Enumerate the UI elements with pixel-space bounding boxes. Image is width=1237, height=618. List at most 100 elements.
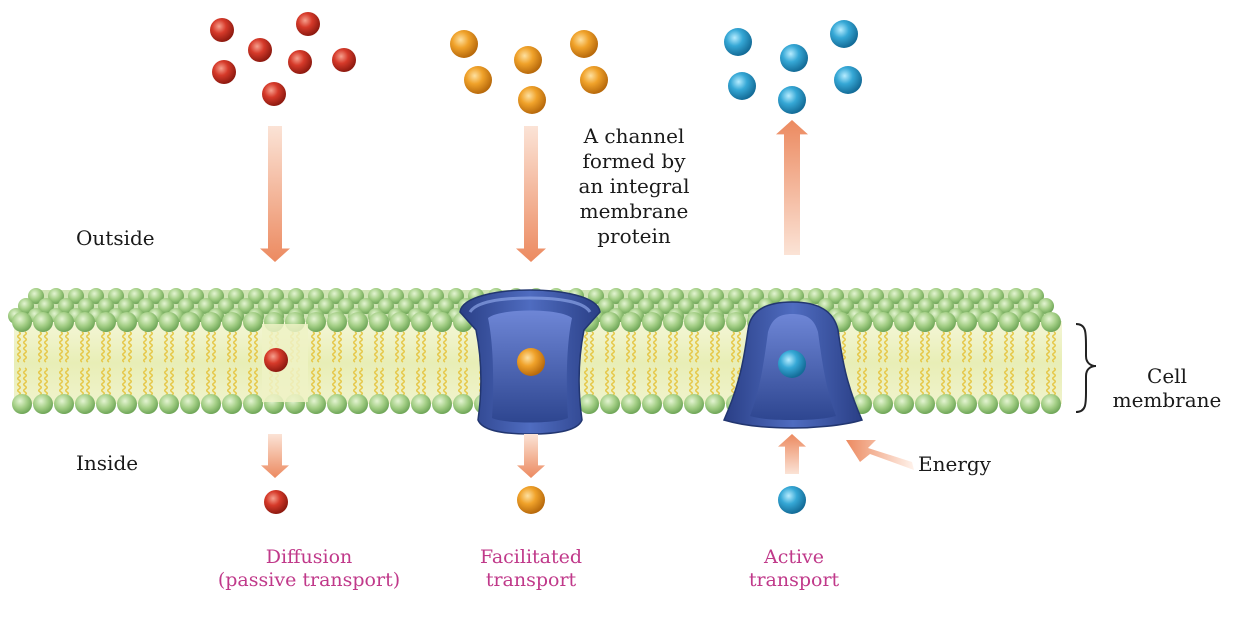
lipid-tail bbox=[946, 331, 952, 363]
lipid-head bbox=[54, 312, 74, 332]
lipid-tail bbox=[688, 331, 694, 363]
lipid-tail bbox=[190, 367, 196, 399]
lipid-head bbox=[108, 288, 124, 304]
lipid-tail bbox=[226, 331, 232, 363]
lipid-tail bbox=[652, 367, 658, 399]
lipid-tail bbox=[22, 367, 28, 399]
lipid-tail bbox=[604, 367, 610, 399]
lipid-tail bbox=[862, 367, 868, 399]
lipid-tail bbox=[85, 331, 91, 363]
lipid-head bbox=[705, 312, 725, 332]
lipid-tail bbox=[211, 331, 217, 363]
lipid-head bbox=[159, 394, 179, 414]
lipid-tail bbox=[946, 367, 952, 399]
lipid-tail bbox=[436, 331, 442, 363]
lipid-tail bbox=[358, 331, 364, 363]
lipid-tail bbox=[442, 367, 448, 399]
lipid-tail bbox=[841, 331, 847, 363]
sphere-icon bbox=[296, 12, 320, 36]
lipid-head bbox=[936, 394, 956, 414]
lipid-tail bbox=[652, 331, 658, 363]
caption-line: (passive transport) bbox=[217, 569, 401, 591]
sphere-icon bbox=[830, 20, 858, 48]
lipid-tail bbox=[589, 367, 595, 399]
lipid-tail bbox=[457, 331, 463, 363]
lipid-head bbox=[848, 288, 864, 304]
lipid-head bbox=[418, 298, 434, 314]
lipid-head bbox=[117, 312, 137, 332]
lipid-tail bbox=[163, 331, 169, 363]
lipid-head bbox=[1018, 298, 1034, 314]
lipid-head bbox=[915, 394, 935, 414]
lipid-head bbox=[33, 394, 53, 414]
lipid-head bbox=[180, 394, 200, 414]
lipid-head bbox=[158, 298, 174, 314]
lipid-tail bbox=[904, 367, 910, 399]
lipid-head bbox=[621, 312, 641, 332]
lipid-head bbox=[48, 288, 64, 304]
caption-line: transport bbox=[485, 569, 577, 591]
lipid-head bbox=[788, 288, 804, 304]
sphere-icon bbox=[780, 44, 808, 72]
lipid-head bbox=[288, 288, 304, 304]
lipid-head bbox=[728, 288, 744, 304]
lipid-head bbox=[308, 288, 324, 304]
lipid-head bbox=[348, 394, 368, 414]
lipid-head bbox=[68, 288, 84, 304]
lipid-tail bbox=[79, 367, 85, 399]
lipid-head bbox=[238, 298, 254, 314]
lipid-head bbox=[208, 288, 224, 304]
lipid-tail bbox=[373, 331, 379, 363]
cell-membrane-label: Cell membrane bbox=[1104, 364, 1230, 412]
lipid-tail bbox=[457, 367, 463, 399]
lipid-head bbox=[128, 288, 144, 304]
lipid-head bbox=[768, 288, 784, 304]
lipid-head bbox=[678, 298, 694, 314]
lipid-head bbox=[938, 298, 954, 314]
lipid-head bbox=[188, 288, 204, 304]
molecules bbox=[210, 12, 862, 514]
lipid-head bbox=[58, 298, 74, 314]
lipid-tail bbox=[121, 331, 127, 363]
sphere-icon bbox=[570, 30, 598, 58]
lipid-tail bbox=[904, 331, 910, 363]
lipid-tail bbox=[583, 331, 589, 363]
lipid-tail bbox=[43, 331, 49, 363]
lipid-head bbox=[1020, 312, 1040, 332]
lipid-tail bbox=[925, 367, 931, 399]
lipid-tail bbox=[988, 367, 994, 399]
lipid-tail bbox=[100, 367, 106, 399]
lipid-head bbox=[138, 298, 154, 314]
lipid-tail bbox=[148, 331, 154, 363]
lipid-head bbox=[148, 288, 164, 304]
lipid-tail bbox=[142, 367, 148, 399]
lipid-head bbox=[222, 394, 242, 414]
lipid-head bbox=[908, 288, 924, 304]
lipid-tail bbox=[646, 367, 652, 399]
lipid-tail bbox=[121, 367, 127, 399]
lipid-tail bbox=[1045, 367, 1051, 399]
lipid-head bbox=[38, 298, 54, 314]
lipid-tail bbox=[610, 331, 616, 363]
lipid-head bbox=[642, 312, 662, 332]
lipid-tail bbox=[967, 367, 973, 399]
sphere-icon bbox=[332, 48, 356, 72]
channel-note-line: membrane bbox=[579, 199, 689, 223]
arrow-down-icon bbox=[516, 126, 546, 262]
lipid-head bbox=[698, 298, 714, 314]
lipid-head bbox=[1028, 288, 1044, 304]
lipid-head bbox=[328, 288, 344, 304]
lipid-tail bbox=[625, 367, 631, 399]
channel-note-line: formed by bbox=[582, 149, 686, 173]
lipid-tail bbox=[79, 331, 85, 363]
lipid-tail bbox=[589, 331, 595, 363]
lipid-tail bbox=[253, 331, 259, 363]
arrow-up-icon bbox=[776, 120, 808, 255]
lipid-head bbox=[668, 288, 684, 304]
lipid-head bbox=[957, 394, 977, 414]
lipid-head bbox=[168, 288, 184, 304]
lipid-tail bbox=[16, 367, 22, 399]
lipid-tail bbox=[85, 367, 91, 399]
caption-line: transport bbox=[748, 569, 840, 591]
lipid-head bbox=[218, 298, 234, 314]
